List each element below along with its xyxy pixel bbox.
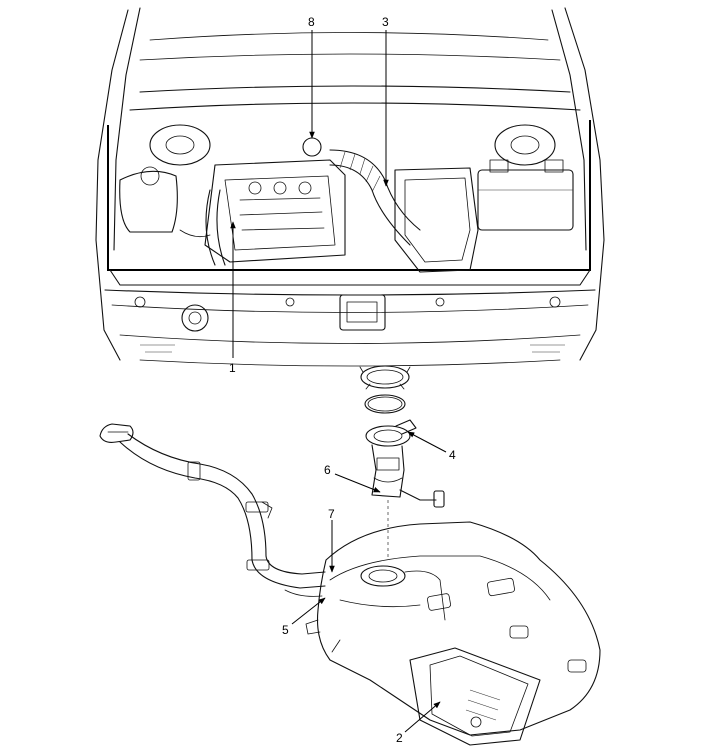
callout-7: 7 xyxy=(328,507,335,521)
leader-6 xyxy=(334,473,381,493)
engine-compartment xyxy=(95,7,605,367)
callout-8: 8 xyxy=(308,15,315,29)
leader-4 xyxy=(407,431,447,453)
fuel-tank xyxy=(305,521,601,746)
callout-2: 2 xyxy=(396,731,403,745)
callout-1: 1 xyxy=(229,361,236,375)
callout-3: 3 xyxy=(382,15,389,29)
leader-5 xyxy=(291,597,326,625)
callout-4: 4 xyxy=(449,448,456,462)
filler-neck xyxy=(99,423,326,597)
leader-2 xyxy=(404,701,441,733)
callout-6: 6 xyxy=(324,463,331,477)
callout-leaders xyxy=(230,30,447,733)
callout-5: 5 xyxy=(282,623,289,637)
fuel-pump-assembly xyxy=(359,365,445,560)
callout-labels: 1 2 3 4 5 6 7 8 xyxy=(229,15,456,745)
